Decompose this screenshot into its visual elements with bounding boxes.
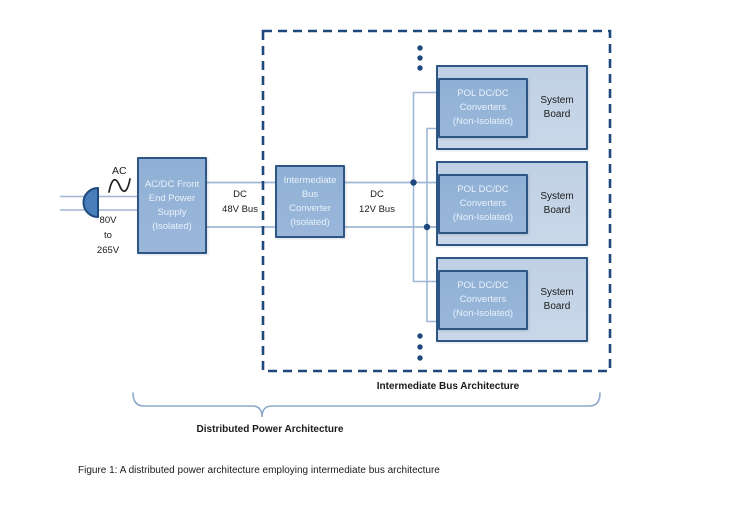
junction-dots — [410, 179, 431, 231]
acdc-front-end-box: AC/DC Front End Power Supply (Isolated) — [137, 157, 207, 254]
intermediate-bus-converter-label: Intermediate Bus Converter (Isolated) — [283, 174, 337, 228]
iba-heading: Intermediate Bus Architecture — [376, 381, 520, 392]
pol-converter-label-1: POL DC/DC Converters (Non-Isolated) — [452, 88, 514, 127]
distribution-bus-lines — [412, 91, 438, 323]
pol-converter-label-2: POL DC/DC Converters (Non-Isolated) — [452, 184, 514, 223]
intermediate-bus-converter-box: Intermediate Bus Converter (Isolated) — [275, 165, 345, 238]
system-board-label-3: System Board — [540, 286, 574, 312]
plug-icon — [82, 187, 99, 218]
dpa-heading: Distributed Power Architecture — [196, 424, 344, 435]
pol-converter-label-3: POL DC/DC Converters (Non-Isolated) — [452, 280, 514, 319]
acdc-front-end-label: AC/DC Front End Power Supply (Isolated) — [144, 178, 200, 232]
system-board-label-2: System Board — [540, 190, 574, 216]
ac-sine-icon — [108, 178, 131, 193]
bus-48v-label: DC 48V Bus — [222, 189, 258, 215]
pol-converter-box-3: POL DC/DC Converters (Non-Isolated) — [438, 270, 528, 330]
ellipsis-bottom-dots — [417, 333, 423, 361]
bus-12v-label: DC 12V Bus — [359, 189, 395, 215]
bus-12v-lines — [345, 181, 438, 228]
dpa-brace — [132, 392, 601, 418]
voltage-range-label: 80V to 265V — [96, 215, 120, 256]
ellipsis-top-dots — [417, 45, 423, 71]
pol-converter-box-1: POL DC/DC Converters (Non-Isolated) — [438, 78, 528, 138]
pol-converter-box-2: POL DC/DC Converters (Non-Isolated) — [438, 174, 528, 234]
iba-dashed-boundary — [261, 29, 612, 373]
figure-caption: Figure 1: A distributed power architectu… — [78, 465, 440, 476]
system-board-label-1: System Board — [540, 94, 574, 120]
ac-source-label: AC — [112, 165, 127, 177]
